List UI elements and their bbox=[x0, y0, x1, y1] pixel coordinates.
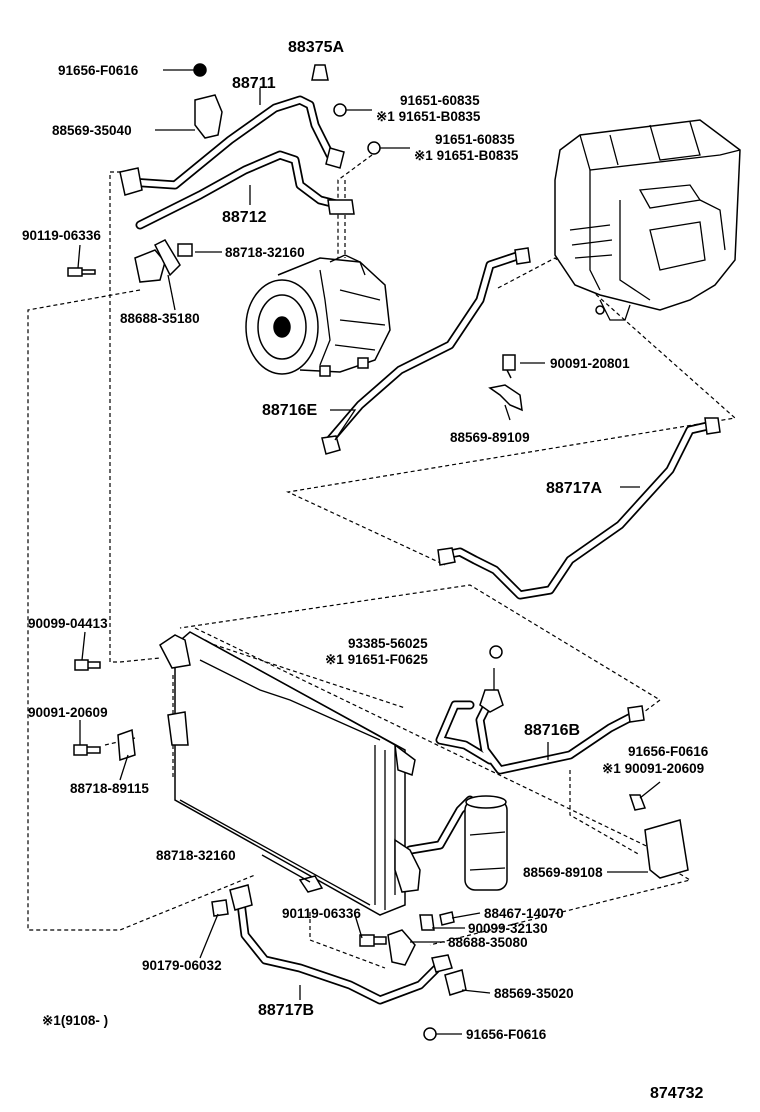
label-90119-06336-top: 90119-06336 bbox=[22, 228, 101, 243]
fittings bbox=[67, 63, 721, 1041]
bolt-icon bbox=[359, 934, 387, 947]
bolt-icon bbox=[73, 744, 101, 756]
label-90099-32130: 90099-32130 bbox=[468, 921, 548, 936]
compressor-icon bbox=[245, 254, 391, 377]
label-88569-35040: 88569-35040 bbox=[52, 123, 132, 138]
label-88569-89109: 88569-89109 bbox=[450, 430, 530, 445]
clamp-icon bbox=[644, 819, 689, 879]
label-91651-60835-a: 91651-60835 bbox=[400, 93, 480, 108]
o-ring-icon bbox=[423, 1027, 437, 1041]
label-91656-f0616-bottom: 91656-F0616 bbox=[466, 1027, 547, 1042]
clamp-icon bbox=[117, 728, 136, 762]
label-91656-f0616-right: 91656-F0616 bbox=[628, 744, 709, 759]
label-91651-f0625: ※1 91651-F0625 bbox=[325, 652, 428, 667]
bolt-icon bbox=[67, 267, 96, 277]
o-ring-icon bbox=[419, 914, 435, 931]
pipes bbox=[125, 95, 717, 1005]
o-ring-icon bbox=[333, 103, 347, 117]
clamp-icon bbox=[444, 969, 467, 996]
label-88712: 88712 bbox=[222, 209, 267, 226]
label-91651-b0835-a: ※1 91651-B0835 bbox=[376, 109, 481, 124]
clamp-icon bbox=[134, 249, 166, 283]
o-ring-icon bbox=[193, 63, 207, 77]
condenser-icon bbox=[159, 631, 421, 916]
label-88467-14070: 88467-14070 bbox=[484, 906, 564, 921]
label-88716e: 88716E bbox=[262, 402, 317, 419]
label-88718-32160-top: 88718-32160 bbox=[225, 245, 305, 260]
label-90099-04413: 90099-04413 bbox=[28, 616, 108, 631]
o-ring-icon bbox=[311, 64, 329, 81]
label-90179-06032: 90179-06032 bbox=[142, 958, 222, 973]
label-90091-20609-right: ※1 90091-20609 bbox=[602, 761, 704, 776]
label-91651-60835-b: 91651-60835 bbox=[435, 132, 515, 147]
label-88569-35020: 88569-35020 bbox=[494, 986, 574, 1001]
label-91656-f0616-top: 91656-F0616 bbox=[58, 63, 139, 78]
label-88717b: 88717B bbox=[258, 1002, 314, 1019]
label-88688-35180: 88688-35180 bbox=[120, 311, 200, 326]
receiver-drier-icon bbox=[464, 689, 508, 891]
label-90091-20609-left: 90091-20609 bbox=[28, 705, 108, 720]
label-88711: 88711 bbox=[232, 75, 276, 92]
bolt-icon bbox=[74, 659, 101, 671]
label-90091-20801: 90091-20801 bbox=[550, 356, 630, 371]
o-ring-icon bbox=[367, 141, 381, 155]
bolt-icon bbox=[628, 794, 647, 811]
clamp-icon bbox=[194, 94, 223, 139]
clamp-icon bbox=[488, 384, 523, 412]
label-88375a: 88375A bbox=[288, 39, 344, 56]
label-88717a: 88717A bbox=[546, 480, 602, 497]
label-93385-56025: 93385-56025 bbox=[348, 636, 428, 651]
bolt-icon bbox=[502, 354, 516, 379]
leader-lines bbox=[77, 69, 661, 1035]
label-88718-32160-bottom: 88718-32160 bbox=[156, 848, 236, 863]
label-88716b: 88716B bbox=[524, 722, 580, 739]
diagram-number: 874732 bbox=[650, 1085, 703, 1102]
footnote-label: ※1(9108- ) bbox=[42, 1013, 108, 1028]
o-ring-icon bbox=[489, 645, 503, 659]
clamp-icon bbox=[177, 243, 193, 257]
evaporator-unit-icon bbox=[554, 119, 741, 321]
label-91651-b0835-b: ※1 91651-B0835 bbox=[414, 148, 519, 163]
label-88569-89108: 88569-89108 bbox=[523, 865, 603, 880]
label-90119-06336-bottom: 90119-06336 bbox=[282, 906, 361, 921]
clamp-icon bbox=[387, 929, 416, 966]
part-labels: 91656-F0616 88375A 88711 91651-60835 ※1 … bbox=[22, 39, 709, 1102]
label-88688-35080: 88688-35080 bbox=[448, 935, 528, 950]
label-88718-89115: 88718-89115 bbox=[70, 781, 149, 796]
